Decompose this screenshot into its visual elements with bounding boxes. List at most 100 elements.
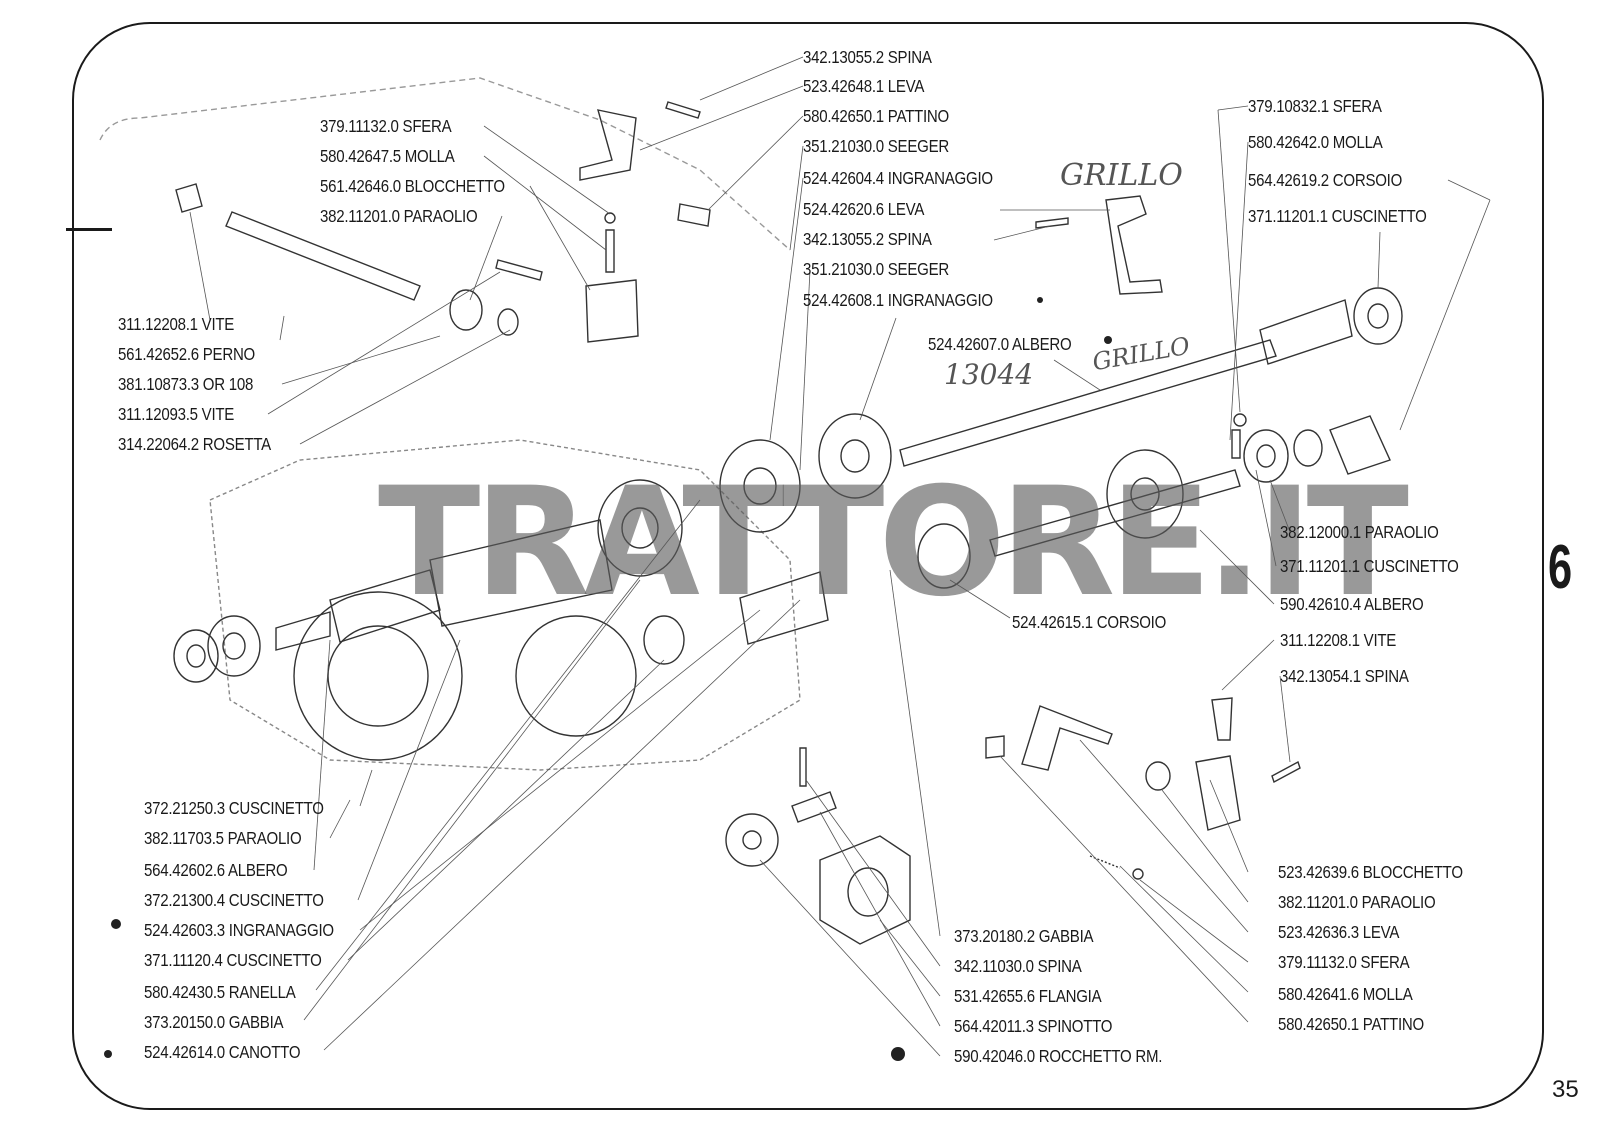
label-paraolio-382-12000: 382.12000.1 PARAOLIO [1280,522,1439,542]
label-paraolio-382-11201: 382.11201.0 PARAOLIO [320,206,478,226]
block-523-42639 [1195,755,1241,831]
label-paraolio-382-11703: 382.11703.5 PARAOLIO [144,828,302,848]
diagram-frame [72,22,1544,1110]
label-leva-523-42648: 523.42648.1 LEVA [803,76,925,96]
shaft-524-42607 [899,339,1277,467]
label-spinotto-564-42011: 564.42011.3 SPINOTTO [954,1016,1113,1036]
ball-379-11132 [604,212,616,224]
bearing-371-11201-top [1353,287,1403,345]
label-pattino-580-42650-b: 580.42650.1 PATTINO [1278,1014,1424,1034]
shoe-580-42650-lower [985,735,1005,759]
screw-311-12208-lower [1211,697,1233,741]
ball-379-10832 [1233,413,1247,427]
shaft-590-42610 [989,469,1241,557]
lever-524-42620 [1105,195,1163,295]
label-sfera-379-10832: 379.10832.1 SFERA [1248,96,1382,116]
oring-381-10873 [449,289,483,331]
paraolio-382-12000 [1293,429,1323,467]
label-seeger-351-21030: 351.21030.0 SEEGER [803,136,949,156]
shoe-580-42650 [677,203,711,227]
spring-580-42647 [605,229,615,273]
gear-524-42603 [739,571,829,645]
label-cuscinetto-371-11120: 371.11120.4 CUSCINETTO [144,950,322,970]
label-perno-561-42652: 561.42652.6 PERNO [118,344,256,364]
spring-580-42642 [1231,429,1241,459]
spina-342-11030 [799,747,807,787]
label-spina-342-13055-b: 342.13055.2 SPINA [803,229,932,249]
label-ingranaggio-524-42603: 524.42603.3 INGRANAGGIO [144,920,334,940]
label-rosetta-314-22064: 314.22064.2 ROSETTA [118,434,271,454]
gear-524-42604 [719,439,801,533]
handwritten-number: 13044 [944,358,1034,391]
label-flangia-531-42655: 531.42655.6 FLANGIA [954,986,1102,1006]
pin-342-13055 [665,101,701,119]
label-seeger-351-21030-b: 351.21030.0 SEEGER [803,259,949,279]
spinotto-564-42011 [791,791,837,823]
gear-524-42608 [818,413,892,499]
label-cuscinetto-372-21250: 372.21250.3 CUSCINETTO [144,798,324,818]
label-pattino-580-42650: 580.42650.1 PATTINO [803,106,949,126]
bearing-left-inner [207,615,261,677]
label-corsoio-564-42619: 564.42619.2 CORSOIO [1248,170,1403,190]
bearing-371-11201-mid [1243,429,1289,483]
block-561-42646 [585,279,639,343]
bearing-left-outer [173,629,219,683]
screw-311-12208 [175,183,203,213]
label-or-381-10873: 381.10873.3 OR 108 [118,374,254,394]
label-ranella-580-42430: 580.42430.5 RANELLA [144,982,296,1002]
label-sfera-379-11132-b: 379.11132.0 SFERA [1278,952,1410,972]
bearing-371-11120 [643,615,685,665]
label-ingranaggio-524-42608: 524.42608.1 INGRANAGGIO [803,290,993,310]
pin-342-13055-right [1035,217,1069,229]
pin-342-13054 [1271,760,1301,784]
label-cuscinetto-371-11201: 371.11201.1 CUSCINETTO [1248,206,1427,226]
pinion-590-42046 [725,813,779,867]
corsoio-564-42619 [1329,415,1391,475]
label-leva-524-42620: 524.42620.6 LEVA [803,199,925,219]
label-blocchetto-561-42646: 561.42646.0 BLOCCHETTO [320,176,505,196]
label-leva-523-42636: 523.42636.3 LEVA [1278,922,1400,942]
label-molla-580-42647: 580.42647.5 MOLLA [320,146,455,166]
page-number: 35 [1552,1076,1579,1103]
label-vite-311-12208-b: 311.12208.1 VITE [1280,630,1397,650]
label-corsoio-524-42615: 524.42615.1 CORSOIO [1012,612,1167,632]
label-spina-342-11030: 342.11030.0 SPINA [954,956,1082,976]
label-sfera-379-11132: 379.11132.0 SFERA [320,116,452,136]
gear-right [1106,449,1184,539]
label-molla-580-42641: 580.42641.6 MOLLA [1278,984,1413,1004]
label-cuscinetto-372-21300: 372.21300.4 CUSCINETTO [144,890,324,910]
washer-314-22064 [497,308,519,336]
label-gabbia-373-20150: 373.20150.0 GABBIA [144,1012,284,1032]
corsoio-524-42615 [917,523,971,589]
housing-bore [515,615,637,737]
label-ingranaggio-524-42604: 524.42604.4 INGRANAGGIO [803,168,993,188]
label-vite-311-12093: 311.12093.5 VITE [118,404,235,424]
label-vite-311-12208: 311.12208.1 VITE [118,314,235,334]
label-rocchetto-590-42046: 590.42046.0 ROCCHETTO RM. [954,1046,1163,1066]
label-gabbia-373-20180: 373.20180.2 GABBIA [954,926,1094,946]
screw-311-12093 [495,259,543,281]
large-gear [293,591,463,761]
label-albero-564-42602: 564.42602.6 ALBERO [144,860,288,880]
shaft-564-42602 [275,611,331,651]
label-cuscinetto-371-11201-b: 371.11201.1 CUSCINETTO [1280,556,1459,576]
label-canotto-524-42614: 524.42614.0 CANOTTO [144,1042,301,1062]
watermark: TRATTORE.IT [378,456,1409,630]
label-spina-342-13054: 342.13054.1 SPINA [1280,666,1409,686]
ink-blot [111,919,121,929]
flange-531-42655 [819,835,911,945]
lever-523-42636 [1021,705,1113,771]
label-albero-590-42610: 590.42610.4 ALBERO [1280,594,1424,614]
section-number: 6 [1548,533,1573,602]
label-spina-342-13055: 342.13055.2 SPINA [803,47,932,67]
housing-outline [209,439,801,771]
handwritten-grillo-top: GRILLO [1060,158,1183,193]
label-paraolio-382-11201-b: 382.11201.0 PARAOLIO [1278,892,1436,912]
label-albero-524-42607: 524.42607.0 ALBERO [928,334,1072,354]
pin-561-42652 [225,211,421,301]
binding-mark [66,228,112,231]
label-molla-580-42642: 580.42642.0 MOLLA [1248,132,1383,152]
upper-dash-path [99,77,791,251]
paraolio-382-11201 [1145,761,1171,791]
